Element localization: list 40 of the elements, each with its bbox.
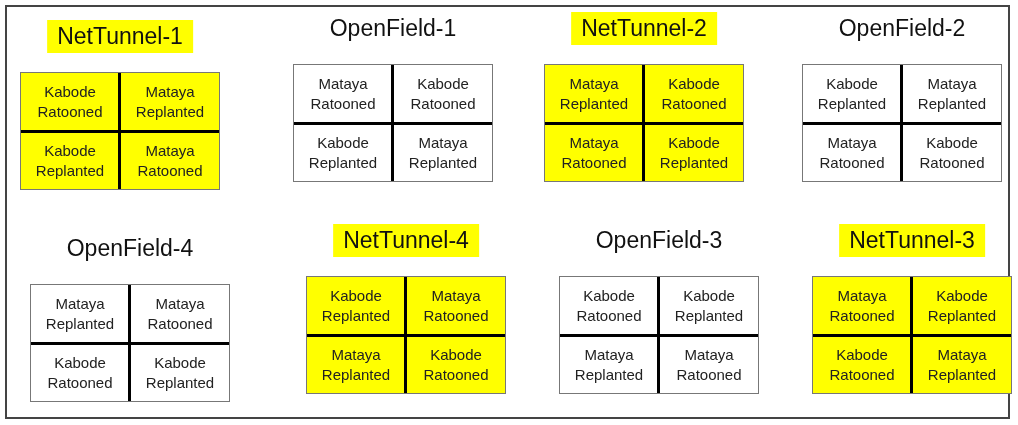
plot-cell: Kabode Ratooned (21, 73, 119, 131)
plot-cell: Mataya Ratooned (121, 132, 219, 190)
plot-cell: Mataya Replanted (560, 336, 658, 394)
plot-heading: OpenField-2 (837, 14, 967, 43)
plot-heading: NetTunnel-4 (333, 224, 479, 257)
plot-cell: Mataya Replanted (394, 124, 492, 182)
plot-cell: Mataya Ratooned (803, 124, 901, 182)
plot-cell: Mataya Replanted (903, 65, 1001, 123)
plot-cell: Mataya Ratooned (131, 285, 229, 343)
plot-cell: Kabode Replanted (131, 344, 229, 402)
plot-cell: Kabode Ratooned (407, 336, 505, 394)
plot-cell: Kabode Ratooned (813, 336, 911, 394)
plot-cell: Mataya Ratooned (407, 277, 505, 335)
plot-cell: Kabode Replanted (307, 277, 405, 335)
plot-heading: NetTunnel-3 (839, 224, 985, 257)
plot-cell: Kabode Replanted (660, 277, 758, 335)
plot-heading: OpenField-3 (594, 226, 724, 255)
plot-heading: OpenField-4 (65, 234, 195, 263)
plot-heading: NetTunnel-2 (571, 12, 717, 45)
plot-heading: NetTunnel-1 (47, 20, 193, 53)
plot-cell: Mataya Replanted (913, 336, 1011, 394)
plot-cell: Mataya Replanted (307, 336, 405, 394)
plot-cell: Kabode Ratooned (560, 277, 658, 335)
plot-cell: Kabode Replanted (803, 65, 901, 123)
plot-cell: Mataya Ratooned (545, 124, 643, 182)
plot-cell: Kabode Ratooned (903, 124, 1001, 182)
plot-cell: Kabode Ratooned (31, 344, 129, 402)
plot-cell: Mataya Ratooned (660, 336, 758, 394)
plot-cell: Mataya Ratooned (294, 65, 392, 123)
plot-cell: Mataya Replanted (31, 285, 129, 343)
plot-cell: Kabode Replanted (294, 124, 392, 182)
plot-heading: OpenField-1 (328, 14, 458, 43)
plot-cell: Kabode Ratooned (645, 65, 743, 123)
plot-cell: Kabode Replanted (913, 277, 1011, 335)
plot-cell: Mataya Ratooned (813, 277, 911, 335)
plot-cell: Mataya Replanted (545, 65, 643, 123)
plot-cell: Kabode Ratooned (394, 65, 492, 123)
plot-cell: Kabode Replanted (21, 132, 119, 190)
plot-cell: Kabode Replanted (645, 124, 743, 182)
plot-cell: Mataya Replanted (121, 73, 219, 131)
